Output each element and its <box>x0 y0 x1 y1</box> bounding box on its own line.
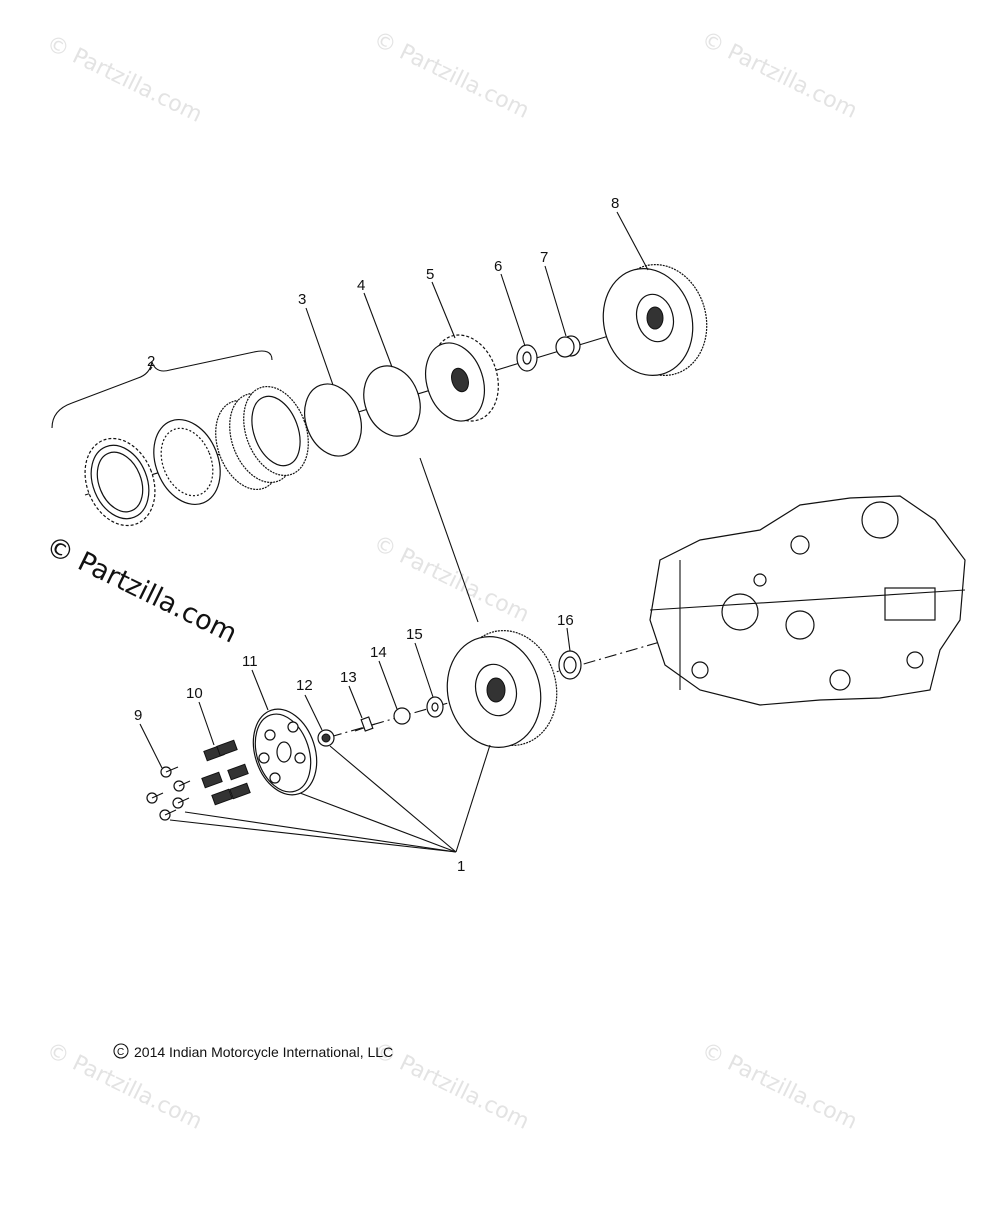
leader-3 <box>305 307 334 386</box>
leader-12 <box>304 694 323 731</box>
leader-6 <box>500 273 526 347</box>
clutch-hub <box>425 334 499 422</box>
nut-14 <box>393 707 411 725</box>
copyright-line: C 2014 Indian Motorcycle International, … <box>113 1043 393 1060</box>
callout-12: 12 <box>296 677 313 694</box>
leader-7 <box>544 265 567 337</box>
watermark: © Partzilla.com <box>697 27 861 124</box>
ring-4 <box>363 365 421 437</box>
bracket-2 <box>51 350 273 429</box>
callout-16: 16 <box>557 612 574 629</box>
callout-3: 3 <box>298 291 306 308</box>
steel-plate <box>153 418 221 506</box>
copyright-icon <box>113 1043 129 1059</box>
callout-14: 14 <box>370 644 387 661</box>
callout-9: 9 <box>134 707 142 724</box>
callout-11: 11 <box>242 653 258 670</box>
callout-6: 6 <box>494 258 502 275</box>
clutch-basket-upper <box>602 264 708 376</box>
callout-5: 5 <box>426 266 434 283</box>
callout-labels: 1 2 3 4 5 6 7 8 9 10 11 12 13 14 15 16 <box>134 195 619 875</box>
seal-16 <box>558 650 582 680</box>
clutch-plate-stack <box>215 385 309 491</box>
washer-15 <box>426 696 444 718</box>
leader-16 <box>566 627 571 652</box>
callout-10: 10 <box>186 685 203 702</box>
callout-15: 15 <box>406 626 423 643</box>
bearing-12 <box>317 729 335 747</box>
callout-8: 8 <box>611 195 619 212</box>
friction-plate <box>84 437 156 527</box>
leader-1-fan <box>169 744 491 853</box>
leader-11 <box>251 669 269 711</box>
bearing-7 <box>555 335 581 358</box>
svg-text:C: C <box>117 1047 124 1058</box>
leader-14 <box>378 660 398 710</box>
leader-13 <box>348 685 363 719</box>
callout-2: 2 <box>147 353 155 370</box>
leader-10 <box>198 701 215 746</box>
leader-5 <box>431 281 456 339</box>
leader-2 <box>149 366 153 371</box>
callout-7: 7 <box>540 249 548 266</box>
leader-8 <box>616 211 649 271</box>
clutch-assembly-1 <box>446 630 558 748</box>
callout-4: 4 <box>357 277 365 294</box>
bolts-9 <box>146 766 191 821</box>
watermark: © Partzilla.com <box>42 31 206 128</box>
watermark-prominent: © Partzilla.com <box>41 530 242 649</box>
callout-1: 1 <box>457 858 465 875</box>
pressure-plate-11 <box>252 708 318 796</box>
springs-10 <box>201 739 251 806</box>
leader-9 <box>139 723 163 769</box>
copyright-text: 2014 Indian Motorcycle International, LL… <box>134 1044 393 1060</box>
leader-15 <box>414 642 434 698</box>
ring-3 <box>304 383 362 457</box>
callout-13: 13 <box>340 669 357 686</box>
leader-4 <box>363 292 393 368</box>
engine-crankcase <box>649 495 966 706</box>
watermark: © Partzilla.com <box>369 27 533 124</box>
connector-line <box>419 457 479 623</box>
pushrod-13 <box>354 716 376 732</box>
watermark: © Partzilla.com <box>369 1038 533 1135</box>
washer-6 <box>516 344 538 372</box>
watermark: © Partzilla.com <box>697 1038 861 1135</box>
